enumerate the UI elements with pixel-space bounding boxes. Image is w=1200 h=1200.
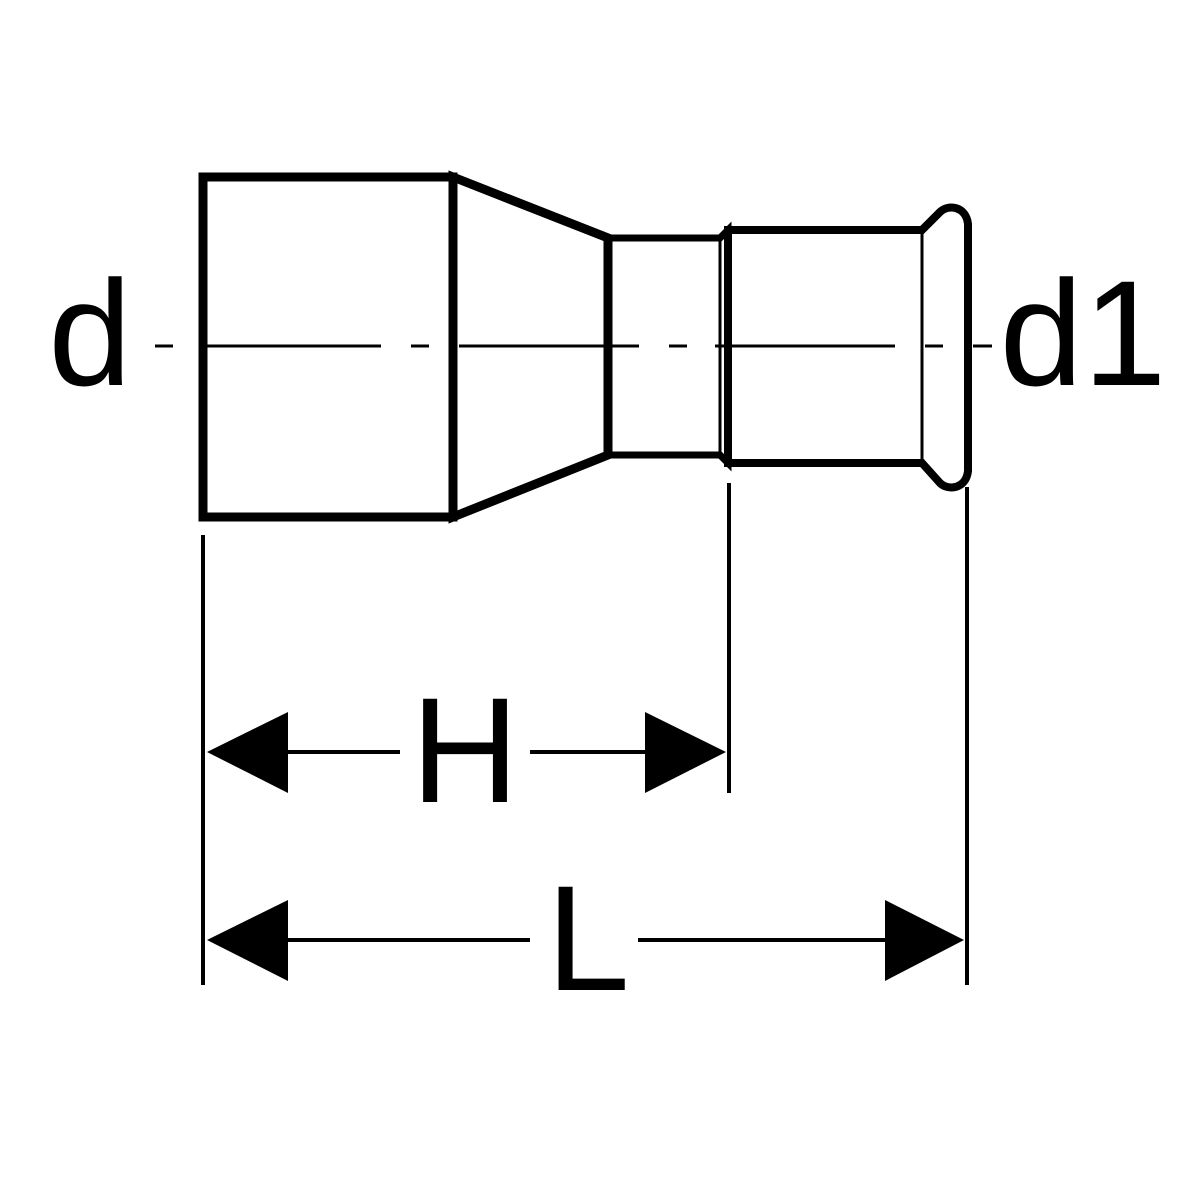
arrowhead-left-icon xyxy=(207,900,288,981)
arrowhead-left-icon xyxy=(207,712,288,793)
dimension-h xyxy=(207,712,726,793)
label-h: H xyxy=(411,666,519,834)
label-d: d xyxy=(48,249,131,417)
press-socket xyxy=(724,203,972,492)
fitting-body xyxy=(198,170,972,524)
dimension-l xyxy=(207,900,964,981)
label-d1: d1 xyxy=(1000,249,1167,417)
label-l: L xyxy=(546,854,629,1022)
arrowhead-right-icon xyxy=(885,900,964,981)
arrowhead-right-icon xyxy=(645,712,726,793)
extension-lines xyxy=(201,483,969,985)
